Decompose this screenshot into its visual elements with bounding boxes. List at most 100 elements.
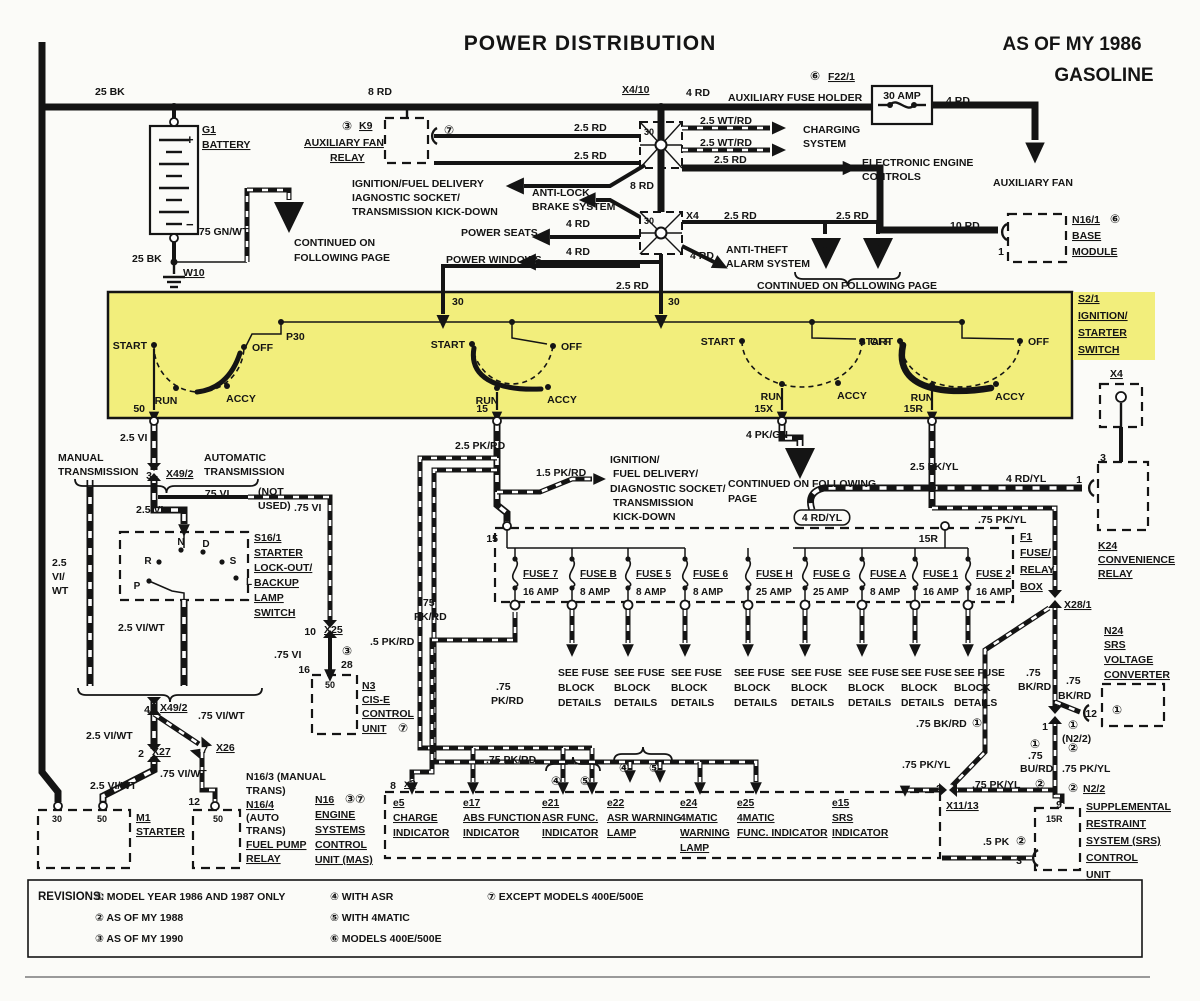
bus-junction-dot — [959, 319, 965, 325]
diagram-label: UNIT — [1086, 869, 1111, 881]
diagram-label: BK/RD — [1018, 681, 1052, 693]
line-connector — [1048, 590, 1062, 598]
switch-feed — [511, 322, 548, 345]
srs-converter-id: N24 — [1104, 625, 1123, 637]
line-connector — [1048, 716, 1062, 724]
wire — [536, 254, 663, 264]
arrowhead — [505, 177, 524, 195]
revision-item: ③ AS OF MY 1990 — [95, 933, 183, 945]
page-connector-letter: A — [821, 241, 831, 256]
wire — [409, 612, 518, 782]
switch-pos-start: START — [701, 336, 736, 348]
page-title: POWER DISTRIBUTION — [464, 32, 717, 55]
diagram-label: 2.5 RD — [724, 210, 757, 222]
wire — [524, 163, 647, 188]
page-subtitle-year: AS OF MY 1986 — [1002, 34, 1141, 55]
diagram-label: TRANSMISSION — [58, 466, 139, 478]
wire-stripe — [200, 752, 217, 804]
terminal-label: 15 — [476, 403, 488, 415]
wire-junction-dot — [170, 258, 178, 266]
see-fuse-note: DETAILS — [614, 698, 657, 709]
indicator-label: e25 — [737, 798, 754, 809]
diagram-label: ⑥ — [1110, 212, 1120, 226]
diagram-label: 3 — [1100, 452, 1106, 464]
diagram-label: CONVENIENCE — [1098, 554, 1175, 566]
switch-arc — [153, 344, 245, 393]
diagram-label: 2.5 VI/WT — [90, 780, 137, 792]
diagram-label: AUXILIARY FAN — [993, 177, 1073, 189]
arrowhead — [178, 524, 190, 537]
terminal-circle — [169, 117, 179, 127]
diagram-label: .75 VI — [202, 488, 230, 500]
diagram-label: CIS-E — [362, 694, 390, 706]
diagram-label: 25 BK — [95, 86, 125, 98]
arrowhead — [406, 782, 418, 795]
switch-pos-off: OFF — [870, 336, 892, 348]
see-fuse-note: SEE FUSE — [614, 668, 665, 679]
fuse-element — [624, 558, 632, 588]
diagram-label: 4 RD — [566, 218, 590, 230]
gear-contact — [219, 559, 225, 565]
diagram-label: X4 — [1110, 368, 1123, 380]
diagram-label: POWER WINDOWS — [446, 254, 542, 266]
page-subtitle-fuel: GASOLINE — [1054, 65, 1153, 86]
gear-contact — [178, 547, 184, 553]
component-pin — [1000, 222, 1008, 242]
switch-feed — [245, 322, 282, 347]
aux-fan-relay-box — [383, 116, 430, 165]
indicator-label: FUNC. INDICATOR — [737, 828, 828, 839]
diagram-label: KICK-DOWN — [613, 511, 675, 523]
diagram-label: TRANSMISSION KICK-DOWN — [352, 206, 498, 218]
diagram-label: 2 — [138, 748, 144, 760]
diagram-label: 12 — [188, 796, 200, 808]
diagram-label: STARTER — [136, 826, 185, 838]
diagram-label: 2 — [936, 783, 942, 795]
diagram-label: .75 PK/YL — [1062, 763, 1111, 775]
switch-pos-start: START — [113, 340, 148, 352]
diagram-label: UNIT (MAS) — [315, 854, 373, 866]
diagram-label: TRANSMISSION — [204, 466, 285, 478]
diagram-label: 30 — [644, 216, 654, 226]
diagram-label: LAMP — [254, 592, 284, 604]
page-connector-letter: C — [284, 205, 294, 220]
see-fuse-note: SEE FUSE — [954, 668, 1005, 679]
diagram-label: .75 PK/YL — [902, 759, 951, 771]
diagram-label: RELAY — [330, 152, 365, 164]
srs-control-unit-box — [1033, 806, 1082, 872]
diagram-label: 2.5 — [52, 557, 67, 569]
fuse-label: FUSE 1 — [923, 569, 958, 580]
wire-stripe — [780, 424, 802, 446]
revision-item: ⑤ WITH 4MATIC — [330, 912, 410, 924]
arrowhead — [694, 782, 706, 795]
indicator-label: ABS FUNCTION — [463, 813, 541, 824]
diagram-label: 15R — [1046, 814, 1063, 824]
diagram-label: X4/10 — [622, 84, 650, 96]
switch-contact — [151, 342, 157, 348]
cise-id: N3 — [362, 680, 376, 692]
fuse-label: FUSE H — [756, 569, 793, 580]
bus-junction-dot — [809, 319, 815, 325]
terminal-circle — [492, 416, 502, 426]
page-connector-E — [785, 448, 815, 479]
wire — [248, 494, 333, 624]
switch-pos-accy: ACCY — [995, 391, 1025, 403]
fuse-amp: 8 AMP — [693, 587, 724, 598]
fuse-output-terminal — [622, 599, 634, 611]
brace — [74, 478, 259, 494]
switch-feed — [811, 322, 857, 340]
arrowhead — [742, 644, 754, 657]
see-fuse-note: BLOCK — [558, 683, 595, 694]
line-connector — [1048, 600, 1062, 608]
arrowhead — [324, 669, 336, 682]
diagram-label: X49/2 — [166, 468, 194, 480]
switch-arc — [899, 340, 1021, 388]
diagram-label: TRANS) — [246, 825, 286, 837]
wire-stripe — [495, 424, 509, 526]
diagram-label: 4 PK/GN — [746, 429, 788, 441]
diagram-label: 10 RD — [950, 220, 980, 232]
indicator-label: 4MATIC — [680, 813, 718, 824]
diagram-label: 4 RD — [690, 250, 714, 262]
junction-node — [654, 226, 668, 240]
line-connector — [147, 744, 161, 752]
